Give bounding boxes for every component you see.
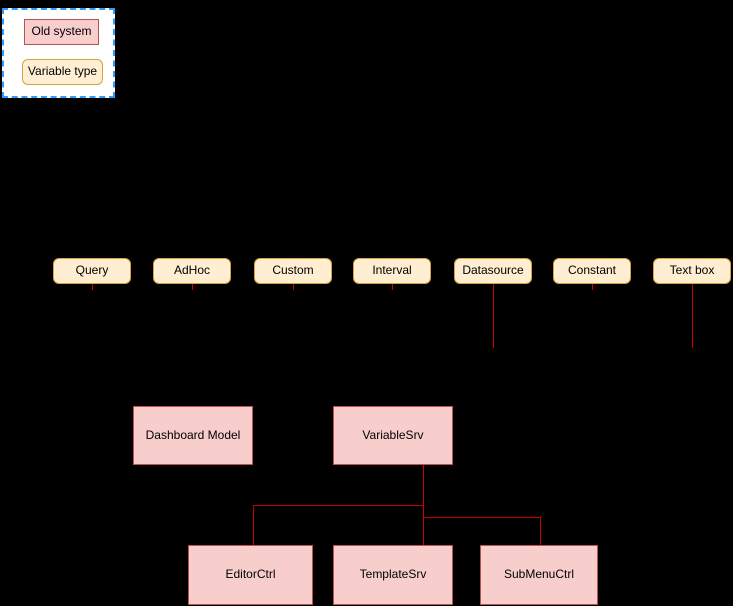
node-textbox: Text box [653, 258, 731, 284]
edge-stub-constant [592, 284, 593, 290]
legend-item-old-system: Old system [24, 19, 99, 45]
edge-submenuctrl-down [540, 517, 541, 545]
legend: Old system Variable type [2, 8, 115, 98]
node-interval: Interval [353, 258, 431, 284]
node-templatesrv: TemplateSrv [333, 545, 453, 605]
edge-branch-right [423, 517, 541, 518]
node-editorctrl: EditorCtrl [188, 545, 313, 605]
node-adhoc: AdHoc [153, 258, 231, 284]
node-constant: Constant [553, 258, 631, 284]
edge-editorctrl-down [253, 505, 254, 545]
edge-stub-query [92, 284, 93, 290]
legend-item-variable-type: Variable type [22, 59, 103, 85]
edge-textbox-down [692, 284, 693, 348]
node-query: Query [53, 258, 131, 284]
edge-stub-custom [293, 284, 294, 290]
edge-datasource-down [493, 284, 494, 348]
edge-branch-left [253, 505, 424, 506]
node-dashboard-model: Dashboard Model [133, 406, 253, 465]
edge-stub-interval [392, 284, 393, 290]
edge-stub-adhoc [192, 284, 193, 290]
node-datasource: Datasource [454, 258, 532, 284]
node-variablesrv: VariableSrv [333, 406, 453, 465]
node-custom: Custom [254, 258, 332, 284]
node-submenuctrl: SubMenuCtrl [480, 545, 598, 605]
